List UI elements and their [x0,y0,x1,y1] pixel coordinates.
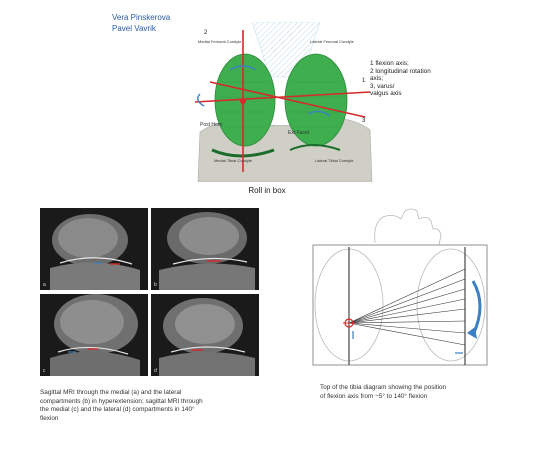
axis-number: 2 [204,30,208,36]
caption-line: the medial (c) and the lateral (d) compa… [40,406,195,414]
mri-image-grid: a b c d [40,208,260,376]
axis-legend: 1 flexion axis; 2 longitudinal rotation … [370,60,460,98]
axis-legend-line: 1 flexion axis; [370,60,409,67]
mri-panel-a: a [40,208,148,290]
mri-panel-tag: a [43,282,46,288]
tibia-caption: Top of the tibia diagram showing the pos… [320,384,510,401]
mri-panel-tag: c [43,368,46,374]
mri-panel-b: b [151,208,259,290]
mri-panel-tag: d [154,368,157,374]
label-lateral-femoral-condyle: Lateral Femoral Condyle [310,39,355,44]
mri-panel-tag: b [154,282,157,288]
caption-line: Sagittal MRI through the medial (a) and … [40,389,182,396]
label-ext-facet: Ext Facet [288,130,310,136]
author-name: Vera Pinskerova [112,13,171,22]
axis-flexion [194,91,371,103]
axis-number: 1 [362,78,366,84]
author-name: Pavel Vavrik [112,24,156,33]
rotation-arrow-icon [229,65,257,71]
axis-varus-valgus [209,81,366,118]
rotation-arrow-icon [307,110,331,117]
axis-legend-line: axis; [370,75,384,83]
caption-line: Top of the tibia diagram showing the pos… [320,384,447,391]
mri-panel-d: d [151,294,259,376]
lateral-condyle-outline [416,248,486,362]
axis-legend-line: 2 longitudinal rotation [370,67,431,75]
rotation-arrow-icon [197,93,205,107]
mri-caption: Sagittal MRI through the medial (a) and … [40,389,270,423]
label-medial-femoral-condyle: Medial Femoral Condyle [198,39,242,44]
sketch-outline [374,208,442,246]
axis-legend-line: valgus axis [370,90,402,98]
authors: Vera Pinskerova Pavel Vavrik [112,12,170,34]
label-lateral-tibial-condyle: Lateral Tibial Condyle [315,158,354,163]
axis-origin [240,98,246,104]
section-title: Roll in box [248,186,286,195]
meniscus-medial [211,148,275,158]
knee-axes-figure: Medial Femoral Condyle Lateral Femoral C… [194,22,373,182]
axis-legend-line: 3, varus/ [370,82,395,90]
caption-line: compartments (b) in hyperextension; sagi… [40,397,203,405]
meniscus-lateral [289,144,341,151]
label-post-horn: Post Horn [200,122,222,128]
caption-line: flexion [40,414,59,422]
arrow-head-icon [467,327,477,339]
label-medial-tibial-condyle: Medial Tibial Condyle [214,158,253,163]
caption-line: of flexion axis from −5° to 140° flexion [320,392,428,400]
flexion-axis-fan [348,268,466,346]
curved-arrow-icon [471,280,482,336]
tibia-top-diagram [312,208,488,366]
mri-panel-c: c [40,294,148,376]
axis-number: 3 [362,118,366,124]
box-outline [312,244,488,366]
